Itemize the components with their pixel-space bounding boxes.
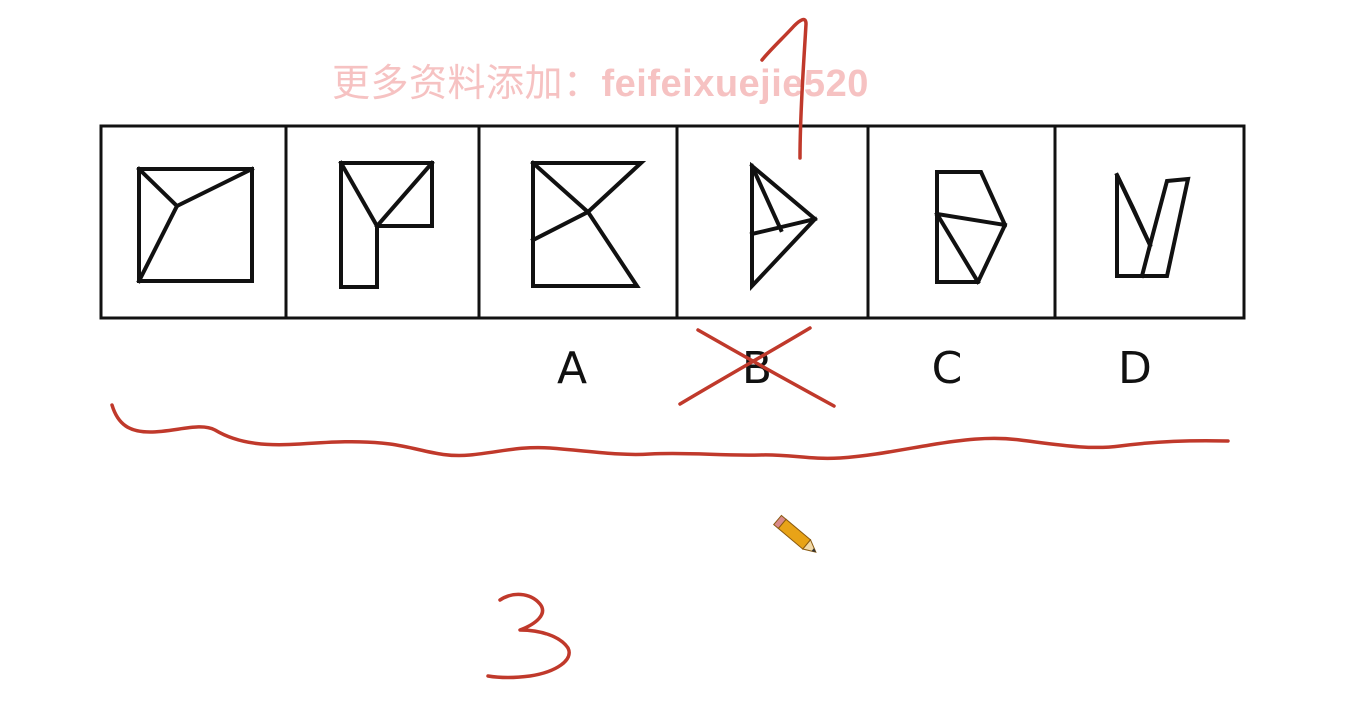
cross-mark-stroke [696, 328, 836, 408]
watermark-prefix: 更多资料添加： [332, 61, 602, 105]
option-a-figure[interactable] [530, 160, 647, 288]
handwritten-annotations [110, 17, 1230, 680]
handwritten-digit-three [486, 592, 571, 680]
watermark: 更多资料添加：feifeixuejie520 [332, 52, 869, 107]
puzzle-strip [99, 124, 1246, 320]
option-a-label[interactable]: A [557, 343, 587, 394]
handwritten-digit-one [760, 17, 808, 160]
cross-mark-stroke [678, 326, 812, 406]
given-figure-2 [338, 160, 435, 289]
given-figure-1 [136, 166, 255, 284]
pencil-icon [772, 514, 817, 553]
puzzle-frame [99, 124, 1246, 320]
option-d-figure[interactable] [1114, 172, 1191, 279]
option-c-figure[interactable] [934, 170, 1008, 285]
watermark-account: feifeixuejie520 [601, 63, 869, 105]
option-d-label[interactable]: D [1118, 343, 1152, 394]
option-b-figure[interactable] [749, 161, 818, 292]
wavy-underline [110, 403, 1230, 461]
option-c-label[interactable]: C [932, 343, 963, 394]
